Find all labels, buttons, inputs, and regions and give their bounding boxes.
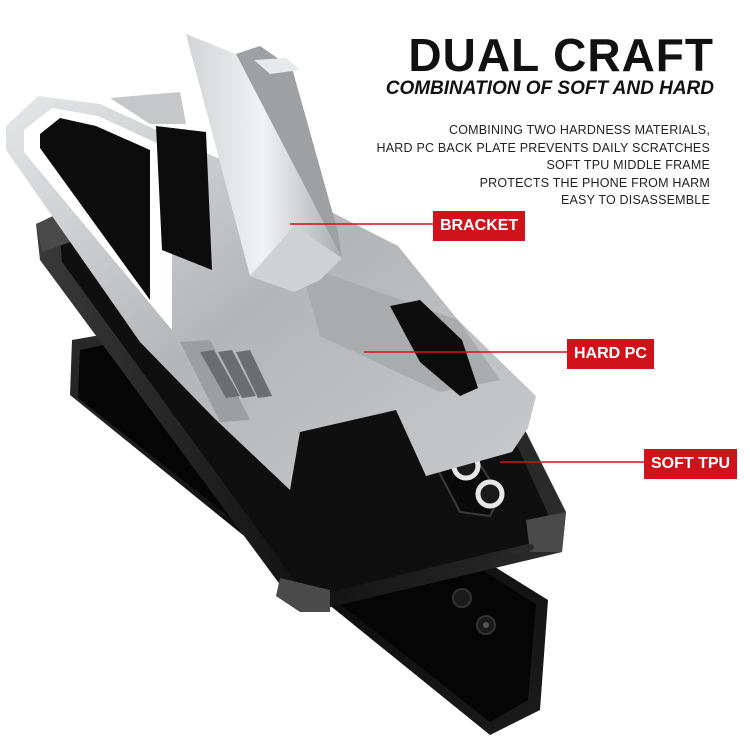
camera-lens-icon	[475, 479, 505, 509]
hard-pc-callout-label: HARD PC	[567, 339, 654, 369]
bracket-callout-label: BRACKET	[433, 211, 526, 241]
callout-lines	[290, 223, 644, 463]
phone-camera-icon	[452, 588, 472, 608]
feature-item: PROTECTS THE PHONE FROM HARM	[479, 175, 710, 190]
feature-list: COMBINING TWO HARDNESS MATERIALS, HARD P…	[377, 122, 710, 210]
headline: DUAL CRAFT	[408, 29, 714, 81]
soft-tpu-callout-label: SOFT TPU	[644, 449, 738, 479]
feature-item: SOFT TPU MIDDLE FRAME	[546, 158, 710, 173]
feature-item: HARD PC BACK PLATE PREVENTS DAILY SCRATC…	[376, 140, 710, 155]
feature-item: EASY TO DISASSEMBLE	[560, 193, 710, 208]
hard-pc-plate-layer	[6, 34, 536, 490]
feature-item: COMBINING TWO HARDNESS MATERIALS,	[448, 123, 710, 137]
subheadline: COMBINATION OF SOFT AND HARD	[385, 78, 714, 99]
